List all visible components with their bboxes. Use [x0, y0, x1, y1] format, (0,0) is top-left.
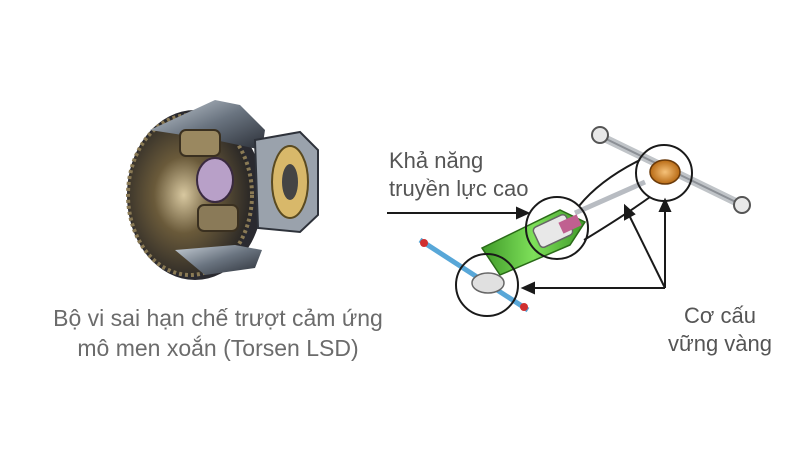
rear-hub-left: [591, 126, 609, 144]
center-gear: [196, 157, 234, 203]
torsen-caption-line-1: Bộ vi sai hạn chế trượt cảm ứng: [53, 305, 383, 331]
ring-gear: [128, 115, 252, 275]
output-shaft-hole: [282, 164, 298, 200]
torsen-caption-line-2: mô men xoắn (Torsen LSD): [77, 335, 359, 361]
lens-upper: [578, 159, 641, 207]
callout-power: Khả năng truyền lực cao: [389, 147, 549, 203]
front-differential: [471, 272, 505, 294]
torsen-lsd-illustration: [126, 100, 319, 280]
callout-structure-line-2: vững vàng: [667, 331, 773, 356]
arrow-struct-front-head: [520, 281, 535, 295]
callout-arrows: [387, 197, 672, 295]
housing-top: [150, 100, 265, 150]
rear-hub-right: [733, 196, 751, 214]
worm-gear-bottom: [197, 204, 239, 232]
callout-structure: Cơ cấu vững vàng: [660, 302, 780, 358]
torsen-caption: Bộ vi sai hạn chế trượt cảm ứng mô men x…: [28, 303, 408, 363]
rear-differential: [649, 159, 681, 185]
callout-structure-line-1: Cơ cấu: [684, 303, 756, 328]
highlight-front-diff: [455, 253, 519, 317]
front-hub-left: [420, 239, 428, 247]
front-axle: [418, 237, 530, 313]
drivetrain-illustration: [418, 126, 751, 313]
callout-power-line-1: Khả năng: [389, 148, 484, 173]
worm-gear-top: [179, 129, 221, 157]
propeller-shaft: [573, 179, 647, 216]
housing-bottom: [175, 245, 262, 275]
arrow-struct-rear-head: [658, 197, 672, 212]
arrow-struct-center-line: [628, 214, 666, 289]
callout-power-line-2: truyền lực cao: [389, 176, 529, 201]
front-hub-right: [520, 303, 528, 311]
center-diff-detail: [558, 214, 582, 234]
lens-lower: [583, 196, 651, 241]
highlight-center-diff: [525, 196, 589, 260]
arrow-struct-center-head: [624, 203, 636, 221]
highlight-circles: [455, 144, 693, 317]
ring-gear-teeth: [126, 113, 254, 277]
arrow-power-head: [516, 206, 531, 220]
